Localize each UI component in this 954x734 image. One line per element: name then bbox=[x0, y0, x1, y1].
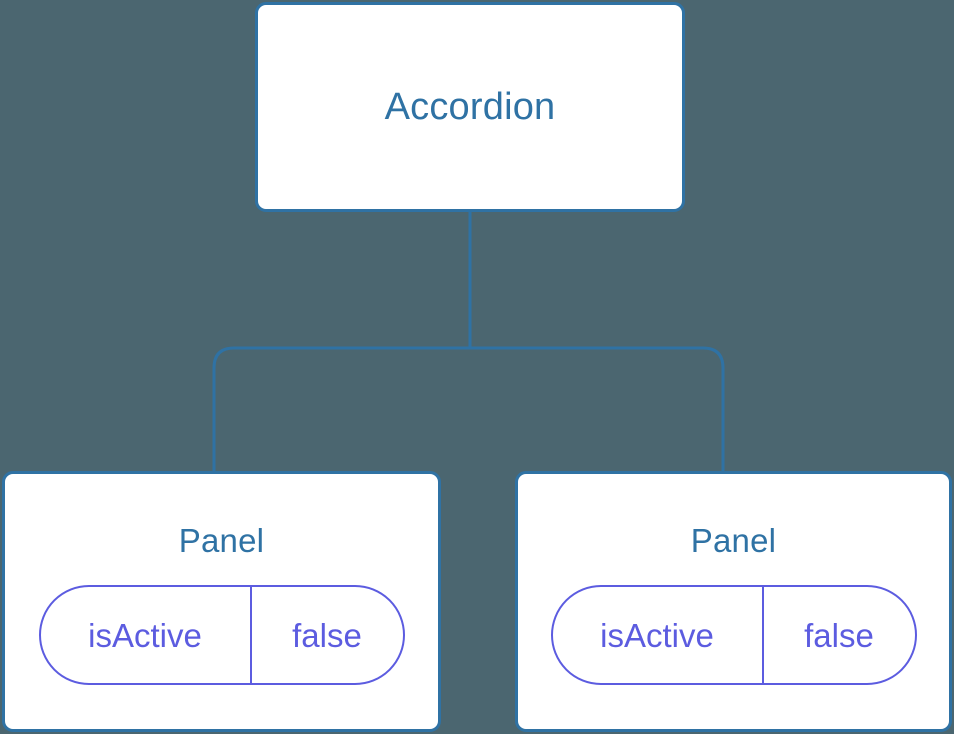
node-panel-2-prop-value: false bbox=[804, 616, 874, 654]
node-panel-2-title: Panel bbox=[690, 522, 777, 559]
node-panel-1-prop-pill[interactable]: isActive false bbox=[38, 585, 405, 685]
node-accordion[interactable]: Accordion bbox=[255, 2, 685, 212]
edge-child-bus bbox=[212, 346, 725, 471]
node-accordion-title: Accordion bbox=[384, 86, 556, 128]
node-panel-2[interactable]: Panel isActive false bbox=[515, 471, 952, 732]
node-panel-2-prop-key: isActive bbox=[553, 587, 764, 683]
node-panel-1-prop-key: isActive bbox=[41, 587, 252, 683]
node-panel-1-prop-value: false bbox=[292, 616, 362, 654]
node-panel-1-title: Panel bbox=[178, 522, 265, 559]
node-panel-1[interactable]: Panel isActive false bbox=[2, 471, 441, 732]
node-panel-2-prop-pill[interactable]: isActive false bbox=[550, 585, 917, 685]
